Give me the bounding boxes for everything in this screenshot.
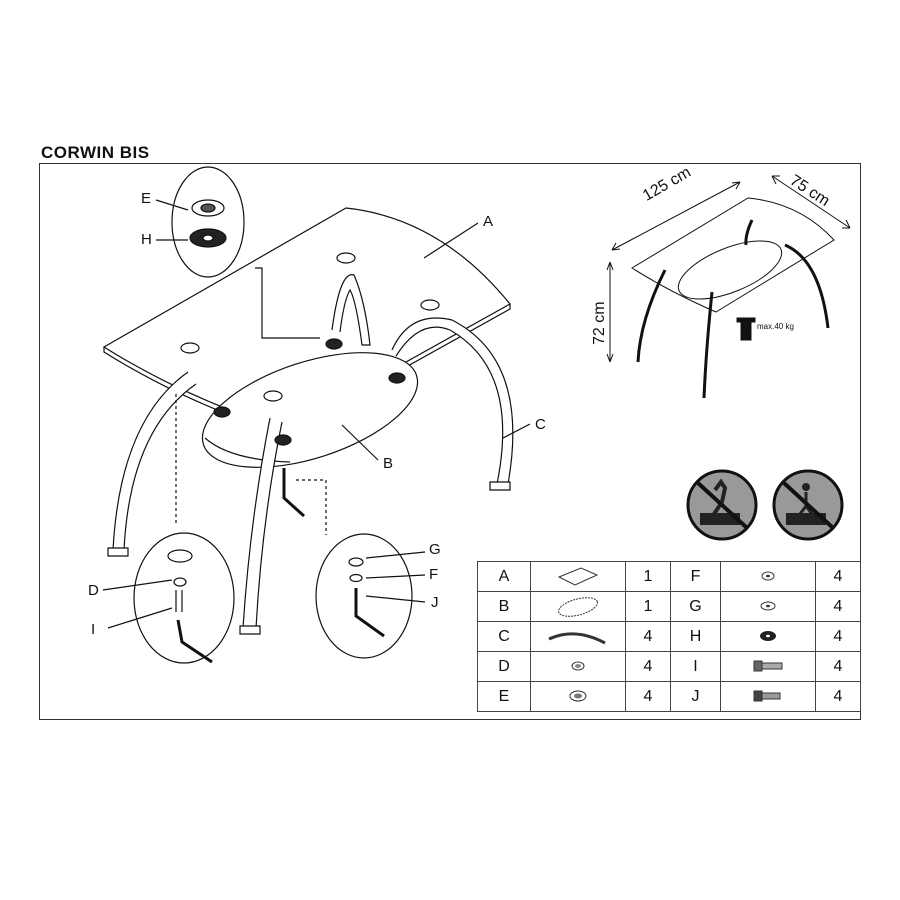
part-qty: 4 — [815, 681, 861, 712]
table-row: C 4 H 4 — [477, 621, 861, 652]
part-id: B — [477, 591, 531, 622]
no-standing-on-table-icon — [686, 469, 758, 541]
small-washer-icon — [720, 561, 816, 592]
bolt-icon — [720, 651, 816, 682]
table-row: D 4 I 4 — [477, 651, 861, 682]
label-f: F — [429, 566, 439, 583]
label-d: D — [88, 582, 99, 599]
part-qty: 4 — [625, 651, 671, 682]
label-a: A — [483, 213, 494, 230]
suction-pad-icon — [530, 681, 626, 712]
product-title: CORWIN BIS — [41, 143, 150, 162]
curved-leg-icon — [530, 621, 626, 652]
part-qty: 1 — [625, 591, 671, 622]
label-g: G — [429, 541, 441, 558]
part-qty: 4 — [815, 621, 861, 652]
label-c: C — [535, 416, 546, 433]
part-id: F — [670, 561, 721, 592]
instruction-frame — [39, 163, 861, 720]
label-i: I — [91, 621, 96, 638]
table-row: E 4 J 4 — [477, 681, 861, 712]
part-qty: 4 — [625, 681, 671, 712]
dimension-height: 72 cm — [591, 301, 608, 345]
part-qty: 4 — [815, 651, 861, 682]
zoom-detail-e-h — [171, 166, 245, 278]
label-b: B — [383, 455, 394, 472]
part-qty: 4 — [815, 561, 861, 592]
oval-shelf — [201, 352, 419, 468]
part-id: C — [477, 621, 531, 652]
max-load-label: max.40 kg — [757, 322, 794, 331]
part-id: H — [670, 621, 721, 652]
zoom-detail-g-f-j — [315, 533, 413, 659]
part-id: A — [477, 561, 531, 592]
part-id: G — [670, 591, 721, 622]
part-id: E — [477, 681, 531, 712]
part-id: J — [670, 681, 721, 712]
part-qty: 4 — [815, 591, 861, 622]
leg-back-center — [331, 274, 371, 346]
table-row: B 1 G 4 — [477, 591, 861, 622]
no-climbing-on-table-icon — [772, 469, 844, 541]
table-row: A 1 F 4 — [477, 561, 861, 592]
part-qty: 1 — [625, 561, 671, 592]
part-id: D — [477, 651, 531, 682]
part-id: I — [670, 651, 721, 682]
washer-icon — [720, 591, 816, 622]
screw-icon — [720, 681, 816, 712]
glass-top-icon — [530, 561, 626, 592]
label-e: E — [141, 190, 152, 207]
leg-front-left — [112, 371, 197, 551]
rubber-pad-icon — [720, 621, 816, 652]
zoom-detail-d-i — [133, 532, 235, 664]
part-qty: 4 — [625, 621, 671, 652]
dimension-drawing — [606, 175, 851, 399]
washer-icon — [530, 651, 626, 682]
oval-shelf-icon — [530, 591, 626, 622]
parts-table: A 1 F 4 B 1 G 4 C 4 H 4 D 4 I 4 E 4 J 4 — [477, 561, 861, 712]
label-h: H — [141, 231, 152, 248]
label-j: J — [431, 594, 439, 611]
